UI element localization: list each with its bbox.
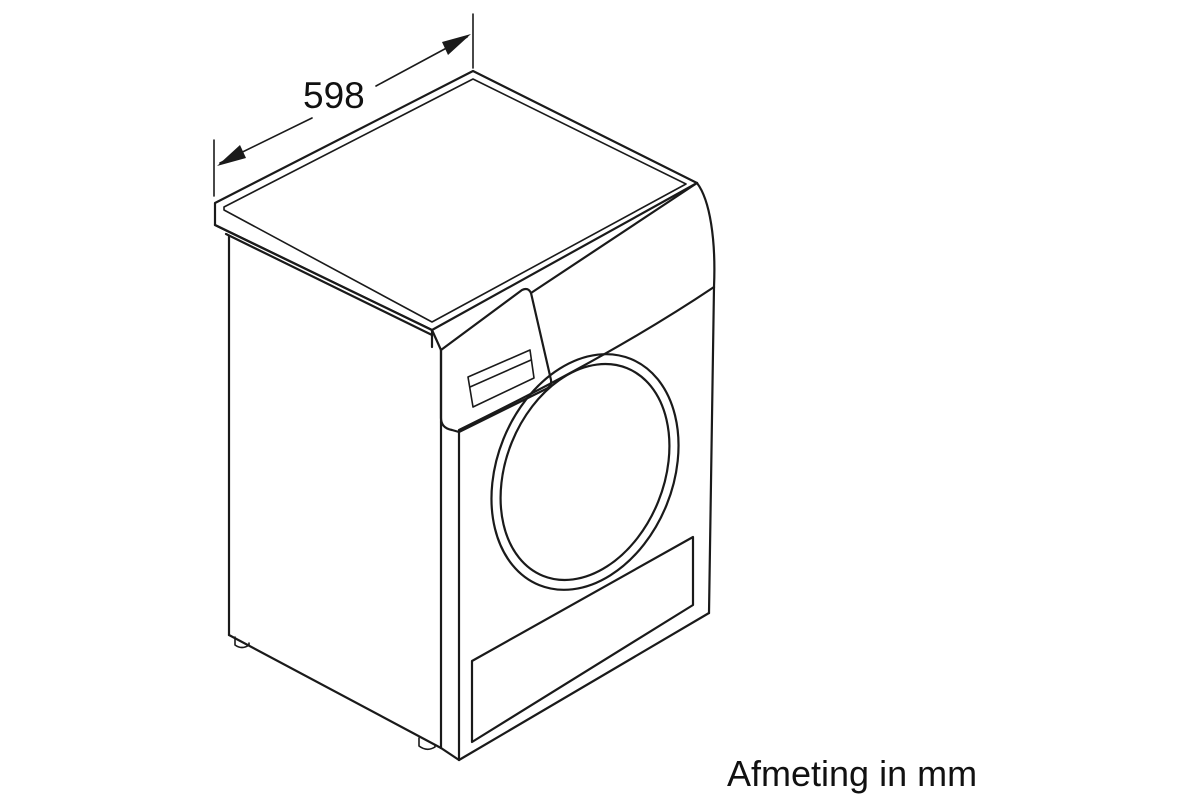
unit-caption: Afmeting in mm <box>727 753 978 794</box>
top-panel-left-lip-lower <box>224 232 434 337</box>
top-panel <box>213 69 716 349</box>
door <box>490 353 680 591</box>
width-dimension-label: 598 <box>303 75 365 116</box>
side-panel <box>227 234 443 750</box>
feet <box>234 636 436 751</box>
front-panel-bottom-edge <box>457 611 711 762</box>
front-panel <box>439 285 716 762</box>
top-panel-inset <box>223 78 687 323</box>
kickplate <box>470 535 695 744</box>
display-window-inner-line <box>469 359 532 388</box>
kickplate-outline <box>470 535 695 744</box>
dimension-arrowhead-left <box>217 145 246 166</box>
door-outer-ring <box>490 353 680 591</box>
display-window <box>467 349 535 408</box>
front-panel-right-edge <box>707 285 716 615</box>
control-panel-outline <box>430 285 716 434</box>
side-panel-bottom-edge <box>227 633 443 750</box>
top-panel-right-curve <box>695 181 716 289</box>
front-panel-base-join <box>439 746 461 762</box>
foot-front <box>418 737 436 751</box>
top-panel-left-lip <box>213 223 434 332</box>
control-panel-divider <box>529 181 699 295</box>
dimension-arrowhead-right <box>442 34 471 55</box>
width-dimension: 598 <box>213 13 474 197</box>
top-panel-outline <box>213 69 699 332</box>
door-inner-ring <box>499 362 671 582</box>
foot-left <box>234 636 250 649</box>
